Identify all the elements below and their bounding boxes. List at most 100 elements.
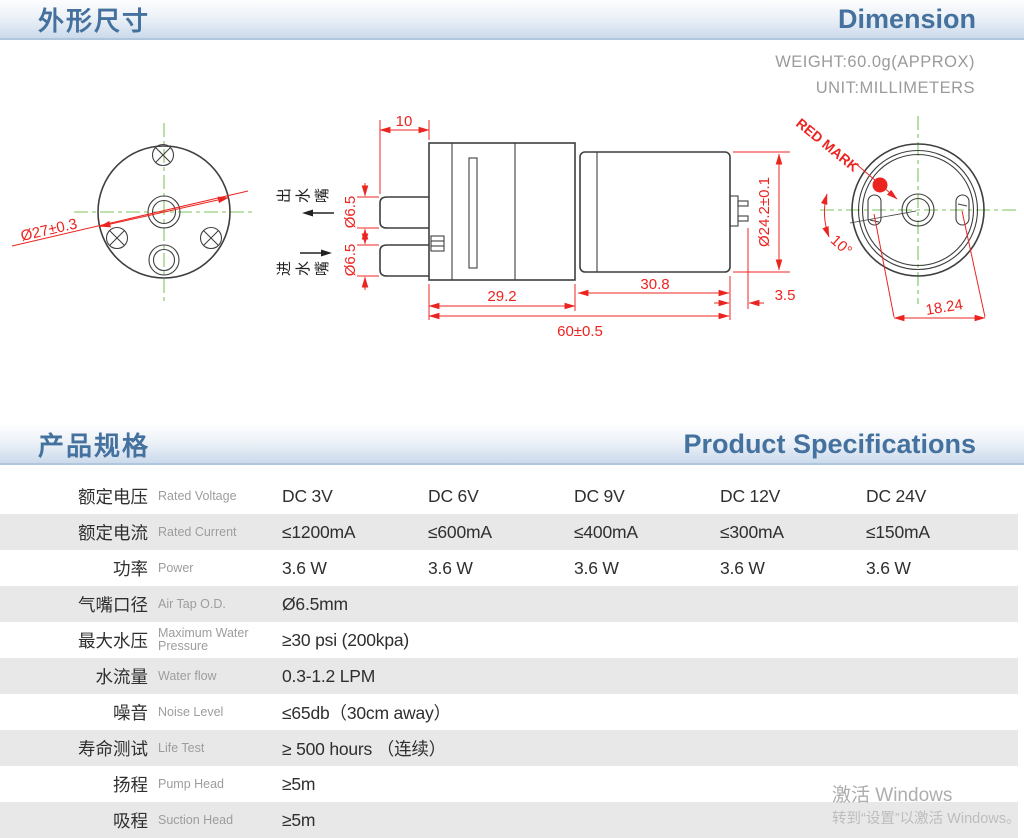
spec-label-cn: 水流量 [95,666,149,687]
inlet-direction-arrow-icon [321,249,332,257]
spec-label-cn: 气嘴口径 [78,594,148,615]
spec-value: ≥30 psi (200kpa) [282,629,410,650]
inlet-od-dim: Ø6.5 [342,244,359,277]
spec-value: ≤150mA [866,521,930,542]
spec-row: 气嘴口径 Air Tap O.D. Ø6.5mm [0,586,1018,622]
spec-title-en: Product Specifications [683,428,976,459]
outlet-nozzle [379,196,429,229]
spec-value: 3.6 W [866,557,911,578]
spec-label-en: Power [158,560,194,575]
spec-value: ≤300mA [720,521,784,542]
spec-value: DC 12V [720,485,781,506]
spec-label-cn: 噪音 [113,702,148,723]
outlet-direction-arrow-icon [302,209,313,217]
inlet-nozzle [379,244,429,277]
spec-label-en: Rated Voltage [158,488,237,503]
spec-value: Ø6.5mm [282,593,348,614]
diameter-dim-arrows [99,196,229,228]
vent-slot-right [955,194,970,226]
spec-label-en: Maximum Water Pressure [158,626,249,653]
valve-detail [430,235,445,252]
spec-label-en: Water flow [158,668,217,683]
spec-row: 噪音 Noise Level ≤65db（30cm away） [0,694,1018,730]
back-view: RED MARK 10° 18.24 [793,115,1016,322]
side-view: 出水嘴 进水嘴 10 Ø6.5 Ø6.5 [276,113,795,340]
spec-row: 额定电压 Rated Voltage DC 3V DC 6V DC 9V DC 12V DC… [0,478,1018,514]
front-view: Ø27±0.3 [11,123,254,301]
spec-value: 3.6 W [428,557,473,578]
outlet-od-dim: Ø6.5 [342,196,359,229]
front-diameter-label: Ø27±0.3 [19,215,79,244]
spec-table: 额定电压 Rated Voltage DC 3V DC 6V DC 9V DC 12V DC… [0,465,1024,838]
spec-value: ≥5m [282,773,316,794]
spec-value: ≤65db（30cm away） [282,702,451,723]
spec-value: 3.6 W [574,557,619,578]
outlet-label: 出水嘴 [276,184,331,203]
screw-icon [151,143,175,167]
inlet-label: 进水嘴 [276,257,331,276]
spec-label-cn: 寿命测试 [78,738,148,759]
spec-label-cn: 扬程 [113,774,148,795]
spec-label-cn: 最大水压 [78,630,148,651]
spec-label-en: Suction Head [158,812,234,827]
total-length-dim: 60±0.5 [557,323,603,340]
spec-label-cn: 额定电压 [78,486,148,507]
spec-value: DC 3V [282,485,333,506]
inlet-port-inner [152,248,176,272]
screw-icon [105,226,129,250]
spec-value: DC 9V [574,485,625,506]
watermark-line2: 转到“设置”以激活 Windows。 [832,811,1021,827]
technical-drawing: Ø27±0.3 出水嘴 [11,113,1016,340]
spec-label-en: Air Tap O.D. [158,596,226,611]
spec-row: 吸程 Suction Head ≥5m [0,802,1018,838]
motor-diameter-dim: Ø24.2±0.1 [756,177,773,247]
spec-label-en: Noise Level [158,704,224,719]
dimension-title-en: Dimension [837,3,976,34]
red-mark-label: RED MARK [793,115,862,175]
screw-icon [199,226,223,250]
spec-title-cn: 产品规格 [38,430,151,461]
spec-label-cn: 功率 [113,558,148,579]
pump-head-body [428,142,576,281]
spec-value: DC 6V [428,485,479,506]
pump-front-outline [97,145,231,279]
spec-section-header: 产品规格 Product Specifications [0,425,1024,465]
spec-row: 额定电流 Rated Current ≤1200mA ≤600mA ≤400mA ≤300… [0,514,1018,550]
spec-label-en: Pump Head [158,776,225,791]
slot-spacing-dim: 18.24 [924,296,964,319]
angle-dim: 10° [827,232,855,260]
spec-value: 3.6 W [282,557,327,578]
spec-row: 最大水压 Maximum Water Pressure ≥30 psi (200kp… [0,622,1018,658]
motor-back-outline [851,143,985,277]
motor-length-dim: 30.8 [640,276,669,293]
vent-slot-left [867,194,882,226]
spec-value: DC 24V [866,485,927,506]
spec-value: 0.3-1.2 LPM [282,665,376,686]
drawing-notes: WEIGHT:60.0g(APPROX) UNIT:MILLIMETERS [775,49,975,101]
dimension-section-header: 外形尺寸 Dimension [0,0,1024,40]
watermark-line1: 激活 Windows [832,785,953,806]
terminal-length-dim: 3.5 [775,287,796,304]
spec-label-cn: 额定电流 [78,522,148,543]
windows-activation-watermark: 激活 Windows 转到“设置”以激活 Windows。 [832,785,1021,827]
inlet-port [148,244,180,276]
spec-row: 功率 Power 3.6 W 3.6 W 3.6 W 3.6 W 3.6 W [0,550,1018,586]
unit-note: UNIT:MILLIMETERS [815,79,975,97]
spec-value: ≥5m [282,809,316,830]
spec-row: 扬程 Pump Head ≥5m [0,766,1018,802]
spec-value: 3.6 W [720,557,765,578]
shaft-boss [901,193,935,227]
spec-value: ≤1200mA [282,521,356,542]
spec-value: ≤600mA [428,521,492,542]
spec-label-en: Rated Current [158,524,237,539]
pump-length-dim: 29.2 [487,288,516,305]
dimension-title-cn: 外形尺寸 [38,5,151,36]
motor-terminals [729,195,749,227]
nozzle-offset-dim: 10 [396,113,413,130]
weight-note: WEIGHT:60.0g(APPROX) [775,53,975,71]
spec-row: 水流量 Water flow 0.3-1.2 LPM [0,658,1018,694]
spec-label-cn: 吸程 [113,810,148,831]
spec-value: ≤400mA [574,521,638,542]
spec-value: ≥ 500 hours （连续） [282,738,446,759]
